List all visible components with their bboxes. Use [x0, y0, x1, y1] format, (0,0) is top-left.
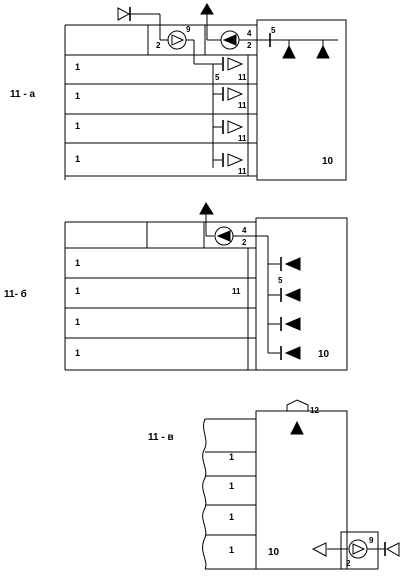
fan-label-11: 11	[238, 134, 247, 143]
shelf-rows-11b	[64, 221, 256, 371]
block-label: 1	[75, 91, 80, 101]
pump-label-9: 9	[186, 25, 191, 34]
block-label: 1	[229, 452, 234, 462]
block-label: 1	[75, 348, 80, 358]
fan-label-4: 4	[247, 29, 252, 38]
fan-label-11: 11	[232, 287, 241, 296]
block-label: 1	[75, 154, 80, 164]
fan-label-11: 11	[238, 101, 247, 110]
pump-label-9: 9	[369, 536, 374, 545]
pump-enclosure	[340, 531, 379, 570]
supply-nozzle-icon	[282, 44, 296, 59]
diagram-11b: 11- б 1 1 1 1 11 10 4 2	[4, 202, 348, 371]
supply-nozzle-icon	[316, 44, 330, 59]
shelf-rows-11a	[64, 24, 257, 180]
ventilator-label-12: 12	[310, 406, 319, 415]
diagram-11a-caption: 11 - а	[10, 89, 35, 100]
damper-nozzle-icon	[280, 317, 301, 331]
shelf-rows-11v	[202, 418, 256, 570]
block-label: 1	[75, 258, 80, 268]
damper-label-5: 5	[271, 26, 276, 35]
damper-fan-icon	[222, 87, 244, 101]
fan-label-4: 4	[242, 226, 247, 235]
block-label: 1	[229, 545, 234, 555]
distribution-pipe-11b	[267, 236, 280, 354]
inlet-valve-icon	[367, 542, 400, 557]
pump-label-2: 2	[346, 559, 351, 568]
damper-fan-icon	[222, 153, 244, 167]
block-label: 1	[75, 121, 80, 131]
diagram-11v: 11 - в 1 1 1 1 10 12 2	[148, 399, 400, 570]
damper-label-5: 5	[278, 276, 283, 285]
diagram-11b-caption: 11- б	[4, 288, 27, 300]
block-label-10: 10	[318, 349, 330, 360]
fan-label-2: 2	[247, 41, 252, 50]
damper-nozzle-icon	[280, 257, 301, 271]
fan-label-11: 11	[238, 73, 247, 82]
damper-nozzle-icon	[280, 346, 301, 360]
inlet-valve-icon	[117, 7, 168, 41]
room-10-block	[256, 19, 347, 181]
distribution-pipe-11a	[186, 39, 222, 168]
block-label: 1	[229, 481, 234, 491]
block-label-10: 10	[322, 156, 334, 167]
diagram-11v-caption: 11 - в	[148, 432, 174, 443]
block-label: 1	[229, 512, 234, 522]
damper-fan-icon	[222, 120, 244, 134]
block-label: 1	[75, 317, 80, 327]
fan-label-11: 11	[238, 167, 247, 176]
room-10-block	[255, 217, 348, 371]
damper-nozzle-icon	[280, 288, 301, 302]
room-10-block	[255, 410, 348, 570]
pump-9-icon	[348, 539, 368, 559]
block-label: 1	[75, 62, 80, 72]
pump-label-2: 2	[156, 41, 161, 50]
pump-9-icon	[167, 30, 187, 50]
fan-label-2: 2	[242, 238, 247, 247]
block-label: 1	[75, 286, 80, 296]
damper-label-5: 5	[215, 73, 220, 82]
block-label-10: 10	[268, 547, 280, 558]
exhaust-fan-4-icon	[199, 202, 268, 246]
diagram-11a: 11 - а 1 1 1 1 10	[10, 3, 347, 181]
damper-fan-icon	[222, 57, 244, 71]
roof-ventilator-12-icon	[286, 399, 309, 435]
outlet-valve-icon	[311, 542, 348, 557]
